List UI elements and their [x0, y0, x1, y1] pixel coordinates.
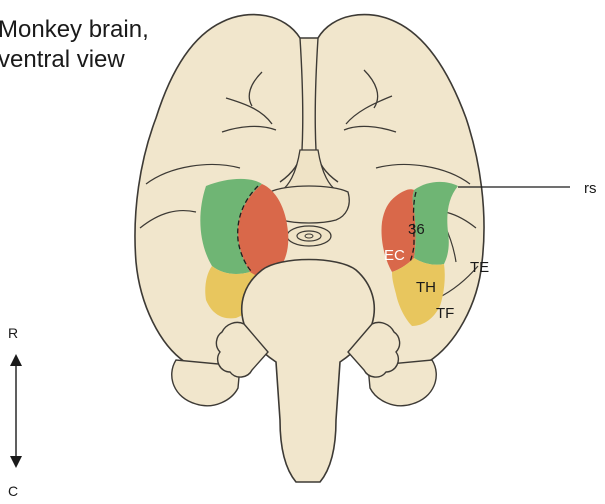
pituitary-stalk — [287, 226, 331, 246]
label-36: 36 — [408, 221, 425, 238]
axis-label-rostral: R — [8, 325, 18, 341]
axis-arrow-up-icon — [10, 354, 22, 366]
label-rs: rs — [584, 180, 597, 197]
label-ec: EC — [384, 247, 405, 264]
axis-arrow-down-icon — [10, 456, 22, 468]
label-te: TE — [470, 259, 489, 276]
axis-label-caudal: C — [8, 483, 18, 499]
label-th: TH — [416, 279, 436, 296]
label-tf: TF — [436, 305, 454, 322]
brainstem — [242, 260, 375, 483]
